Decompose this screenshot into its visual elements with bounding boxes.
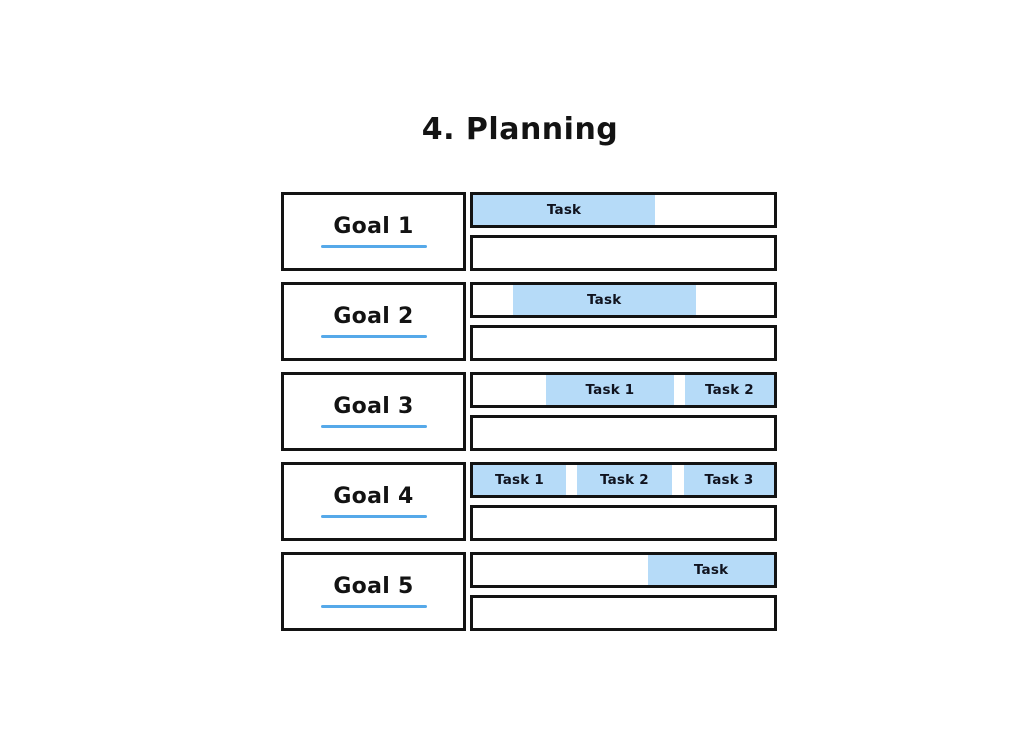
goal-timeline: Task xyxy=(470,552,777,631)
timeline-track: Task xyxy=(470,282,777,318)
timeline-track: Task 1 Task 2 xyxy=(470,372,777,408)
goal-label: Goal 2 xyxy=(333,303,414,329)
task-bar: Task xyxy=(473,195,656,225)
goal-row: Goal 2 Task xyxy=(281,282,777,361)
task-bar: Task 3 xyxy=(684,465,774,495)
task-bar: Task xyxy=(512,285,696,315)
goal-box: Goal 3 xyxy=(281,372,466,451)
task-label: Task 1 xyxy=(495,472,544,488)
goal-box: Goal 5 xyxy=(281,552,466,631)
task-bar: Task 1 xyxy=(473,465,566,495)
task-label: Task xyxy=(587,292,622,308)
goal-underline xyxy=(320,424,427,428)
goal-underline xyxy=(320,604,427,608)
task-bar: Task 2 xyxy=(576,465,672,495)
goal-box: Goal 2 xyxy=(281,282,466,361)
goal-box: Goal 1 xyxy=(281,192,466,271)
task-label: Task xyxy=(693,562,729,578)
goal-label: Goal 3 xyxy=(333,393,414,419)
timeline-empty-track xyxy=(470,325,777,361)
goal-timeline: Task 1 Task 2 xyxy=(470,372,777,451)
task-label: Task 1 xyxy=(585,382,635,398)
task-bar: Task xyxy=(648,555,774,585)
goal-underline xyxy=(320,514,427,518)
task-label: Task 3 xyxy=(704,472,754,488)
timeline-empty-track xyxy=(470,415,777,451)
goal-row: Goal 1 Task xyxy=(281,192,777,271)
goal-timeline: Task xyxy=(470,192,777,271)
goal-timeline: Task 1 Task 2 Task 3 xyxy=(470,462,777,541)
goal-row: Goal 4 Task 1 Task 2 Task 3 xyxy=(281,462,777,541)
timeline-empty-track xyxy=(470,235,777,271)
timeline-empty-track xyxy=(470,595,777,631)
task-label: Task 2 xyxy=(599,472,649,488)
timeline-track: Task xyxy=(470,552,777,588)
goal-label: Goal 4 xyxy=(333,483,414,509)
goal-label: Goal 1 xyxy=(333,213,414,239)
task-bar: Task 1 xyxy=(546,375,674,405)
goal-label: Goal 5 xyxy=(333,573,414,599)
timeline-empty-track xyxy=(470,505,777,541)
task-label: Task 2 xyxy=(704,382,754,398)
timeline-track: Task xyxy=(470,192,777,228)
goal-timeline: Task xyxy=(470,282,777,361)
task-label: Task xyxy=(546,202,582,218)
goal-rows: Goal 1 Task Goal 2 Task Goal 3 Task 1 xyxy=(281,192,777,631)
goal-underline xyxy=(320,244,427,248)
timeline-track: Task 1 Task 2 Task 3 xyxy=(470,462,777,498)
goal-row: Goal 3 Task 1 Task 2 xyxy=(281,372,777,451)
task-bar: Task 2 xyxy=(684,375,774,405)
goal-box: Goal 4 xyxy=(281,462,466,541)
goal-row: Goal 5 Task xyxy=(281,552,777,631)
goal-underline xyxy=(320,334,427,338)
page-title: 4. Planning xyxy=(421,112,619,147)
